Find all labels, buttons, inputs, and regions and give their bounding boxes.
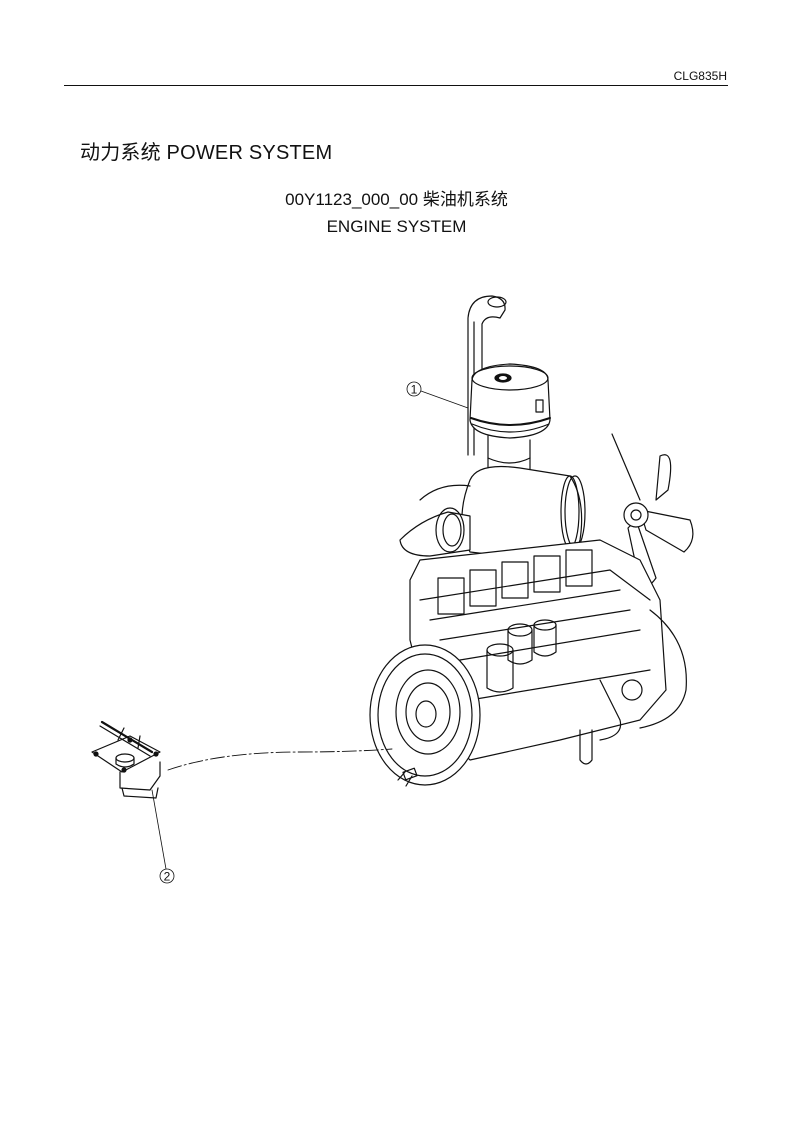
figure-title-part-number: 00Y1123_000_00 柴油机系统: [285, 190, 508, 209]
callout-2: 2: [151, 789, 175, 884]
throttle-cable: [167, 748, 393, 771]
accelerator-pedal: [91, 720, 161, 799]
cooling-fan: [611, 433, 694, 588]
svg-text:2: 2: [164, 870, 171, 884]
figure-title-english: ENGINE SYSTEM: [326, 217, 467, 236]
svg-text:1: 1: [411, 383, 418, 397]
header-divider: [64, 85, 728, 86]
flywheel-housing: [369, 644, 481, 787]
air-cleaner-canister: [399, 465, 586, 561]
figure-title: 00Y1123_000_00 柴油机系统 ENGINE SYSTEM: [0, 186, 793, 240]
section-title: 动力系统 POWER SYSTEM: [80, 142, 333, 164]
callout-1: 1: [406, 381, 469, 409]
air-cleaner: [469, 363, 551, 485]
document-model-code: CLG835H: [673, 69, 727, 83]
